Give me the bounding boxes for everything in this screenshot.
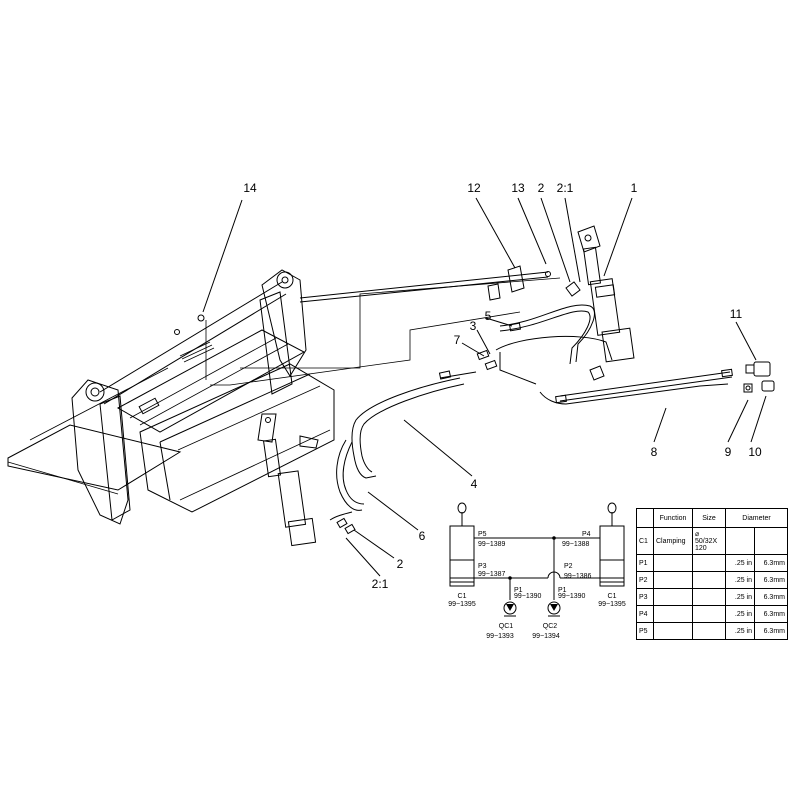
schematic-p2-part: 99−1386 [564, 573, 592, 580]
callout-5: 5 [485, 309, 492, 323]
table-cell-function: Clamping [653, 527, 693, 555]
table-cell-diameter-mm: 6.3mm [754, 622, 788, 640]
table-cell-id: P1 [636, 554, 654, 572]
callout-6: 6 [419, 529, 426, 543]
table-header-diameter: Diameter [725, 508, 788, 528]
schematic-c1-right-part: 99−1395 [598, 601, 626, 608]
table-cell-diameter-mm: 6.3mm [754, 588, 788, 606]
schematic-p3-label: P3 [478, 563, 487, 570]
table-cell-diameter-in: .25 in [725, 622, 755, 640]
callout-2-bottom: 2 [397, 557, 404, 571]
schematic-cylinder-left [449, 525, 475, 587]
schematic-qc2-part: 99−1394 [532, 633, 560, 640]
rod-assembly [299, 265, 551, 303]
callout-14: 14 [243, 181, 257, 195]
callout-numbers: 14 12 13 2 2:1 1 5 3 7 11 4 6 8 9 10 2 2… [243, 181, 762, 591]
schematic-p1-left-label: P1 [514, 587, 523, 594]
schematic-qc1-part: 99−1393 [486, 633, 514, 640]
schematic-p3-part: 99−1387 [478, 571, 506, 578]
callout-8: 8 [651, 445, 658, 459]
clamp-cylinder-upper [565, 225, 635, 381]
schematic-p5-part: 99−1389 [478, 541, 506, 548]
schematic-qc1-label: QC1 [499, 623, 514, 630]
table-cell-diameter-mm: 6.3mm [754, 554, 788, 572]
table-row: P2 .25 in 6.3mm [636, 571, 788, 589]
leader-lines [202, 197, 767, 577]
quick-couplers [743, 361, 775, 393]
schematic-p1-left-part: 99−1390 [514, 593, 542, 600]
table-row: P1 .25 in 6.3mm [636, 554, 788, 572]
callout-11: 11 [730, 307, 743, 321]
callout-7: 7 [454, 333, 461, 347]
table-cell-function [653, 605, 693, 623]
table-cell-diameter-mm: 6.3mm [754, 605, 788, 623]
table-cell-diameter-in: .25 in [725, 571, 755, 589]
schematic-p2-label: P2 [564, 563, 573, 570]
table-row: C1 Clamping ⌀ 50/32X 120 [636, 527, 788, 555]
table-cell-id: C1 [636, 527, 654, 555]
table-cell-function [653, 571, 693, 589]
schematic-qc2-label: QC2 [543, 623, 558, 630]
schematic-cylinder-right [599, 525, 625, 587]
schematic-p1-right-label: P1 [558, 587, 567, 594]
table-row: P5 .25 in 6.3mm [636, 622, 788, 640]
schematic-p1-right-part: 99−1390 [558, 593, 586, 600]
table-cell-diameter-in [725, 527, 755, 555]
bucket-frame [7, 269, 335, 525]
hoses [329, 304, 733, 535]
table-cell-function [653, 622, 693, 640]
callout-12: 12 [467, 181, 481, 195]
schematic-p5-label: P5 [478, 531, 487, 538]
table-header-id [636, 508, 654, 528]
clamp-cylinder-lower [257, 413, 319, 547]
callout-9: 9 [725, 445, 732, 459]
table-header-row: Function Size Diameter [636, 508, 788, 528]
callout-3: 3 [470, 319, 477, 333]
hydraulic-schematic: P5 99−1389 P4 99−1388 P3 99−1387 P2 99−1… [448, 502, 626, 640]
table-row: P3 .25 in 6.3mm [636, 588, 788, 606]
table-cell-diameter-mm: 6.3mm [754, 571, 788, 589]
callout-10: 10 [748, 445, 762, 459]
hose-spec-table: Function Size Diameter C1 Clamping ⌀ 50/… [636, 508, 788, 640]
table-cell-size [692, 554, 726, 572]
callout-4: 4 [471, 477, 478, 491]
table-cell-function [653, 554, 693, 572]
schematic-c1-left-part: 99−1395 [448, 601, 476, 608]
table-cell-diameter-in: .25 in [725, 605, 755, 623]
schematic-p4-part: 99−1388 [562, 541, 590, 548]
table-cell-size [692, 571, 726, 589]
callout-2-1-top: 2:1 [557, 181, 574, 195]
callout-13: 13 [511, 181, 525, 195]
table-row: P4 .25 in 6.3mm [636, 605, 788, 623]
table-cell-size [692, 605, 726, 623]
table-cell-size [692, 588, 726, 606]
callout-2-top: 2 [538, 181, 545, 195]
table-header-size: Size [692, 508, 726, 528]
callout-1: 1 [631, 181, 638, 195]
table-cell-diameter-in: .25 in [725, 554, 755, 572]
schematic-c1-left-label: C1 [458, 593, 467, 600]
schematic-p4-label: P4 [582, 531, 591, 538]
schematic-c1-right-label: C1 [608, 593, 617, 600]
table-cell-id: P3 [636, 588, 654, 606]
table-cell-id: P5 [636, 622, 654, 640]
table-cell-id: P4 [636, 605, 654, 623]
table-cell-diameter-mm [754, 527, 788, 555]
table-cell-size [692, 622, 726, 640]
table-cell-function [653, 588, 693, 606]
callout-2-1-bottom: 2:1 [372, 577, 389, 591]
table-cell-diameter-in: .25 in [725, 588, 755, 606]
table-header-function: Function [653, 508, 693, 528]
table-cell-size: ⌀ 50/32X 120 [692, 527, 726, 555]
table-cell-id: P2 [636, 571, 654, 589]
